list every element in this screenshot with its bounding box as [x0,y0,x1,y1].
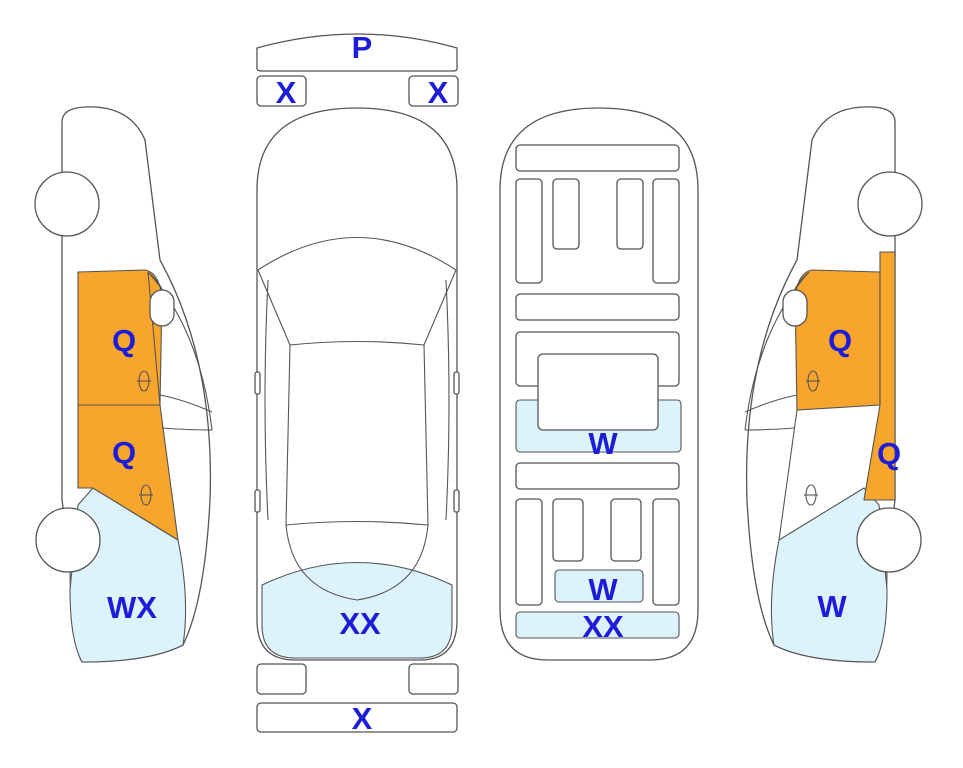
rear-bumper-panel[interactable] [256,702,458,733]
left-rear-wheel [35,507,101,573]
label-underbody-rear: W [588,572,618,607]
right-pillar-panel[interactable] [863,251,896,501]
damage-labels: P X X X Q Q WX XX W W XX Q Q W [107,30,901,736]
label-underbody-center: W [588,426,618,461]
label-front-left-corner: X [276,75,297,110]
left-rear-door-panel[interactable] [77,404,179,542]
underbody-bumper-panel[interactable] [515,611,680,639]
top-rear-panel[interactable] [261,562,453,659]
rear-left-corner [256,663,307,695]
underbody-rear-panel[interactable] [554,569,644,603]
label-right-rear-quarter: W [817,589,847,624]
label-left-rear-quarter: WX [107,590,157,625]
right-rear-wheel [856,507,922,573]
label-underbody-bumper: XX [582,609,624,644]
car-top-view [254,107,460,661]
front-bumper-panel[interactable] [256,33,458,72]
front-right-corner-panel[interactable] [408,75,459,107]
front-left-corner-panel[interactable] [256,75,307,107]
label-front-bumper: P [352,30,373,65]
label-front-right-corner: X [428,75,449,110]
car-left-side-view [34,106,213,663]
right-front-wheel [857,171,923,237]
label-right-front-door: Q [828,323,852,358]
right-front-door-panel[interactable] [794,269,881,411]
left-front-door-panel[interactable] [77,269,163,406]
rear-right-corner [408,663,459,695]
label-right-pillar: Q [877,436,901,471]
left-front-wheel [34,171,100,237]
label-left-rear-door: Q [112,435,136,470]
label-top-rear: XX [339,606,381,641]
label-left-front-door: Q [112,323,136,358]
car-underbody-view [499,107,699,661]
car-right-side-view [744,106,923,663]
label-rear-bumper: X [352,701,373,736]
